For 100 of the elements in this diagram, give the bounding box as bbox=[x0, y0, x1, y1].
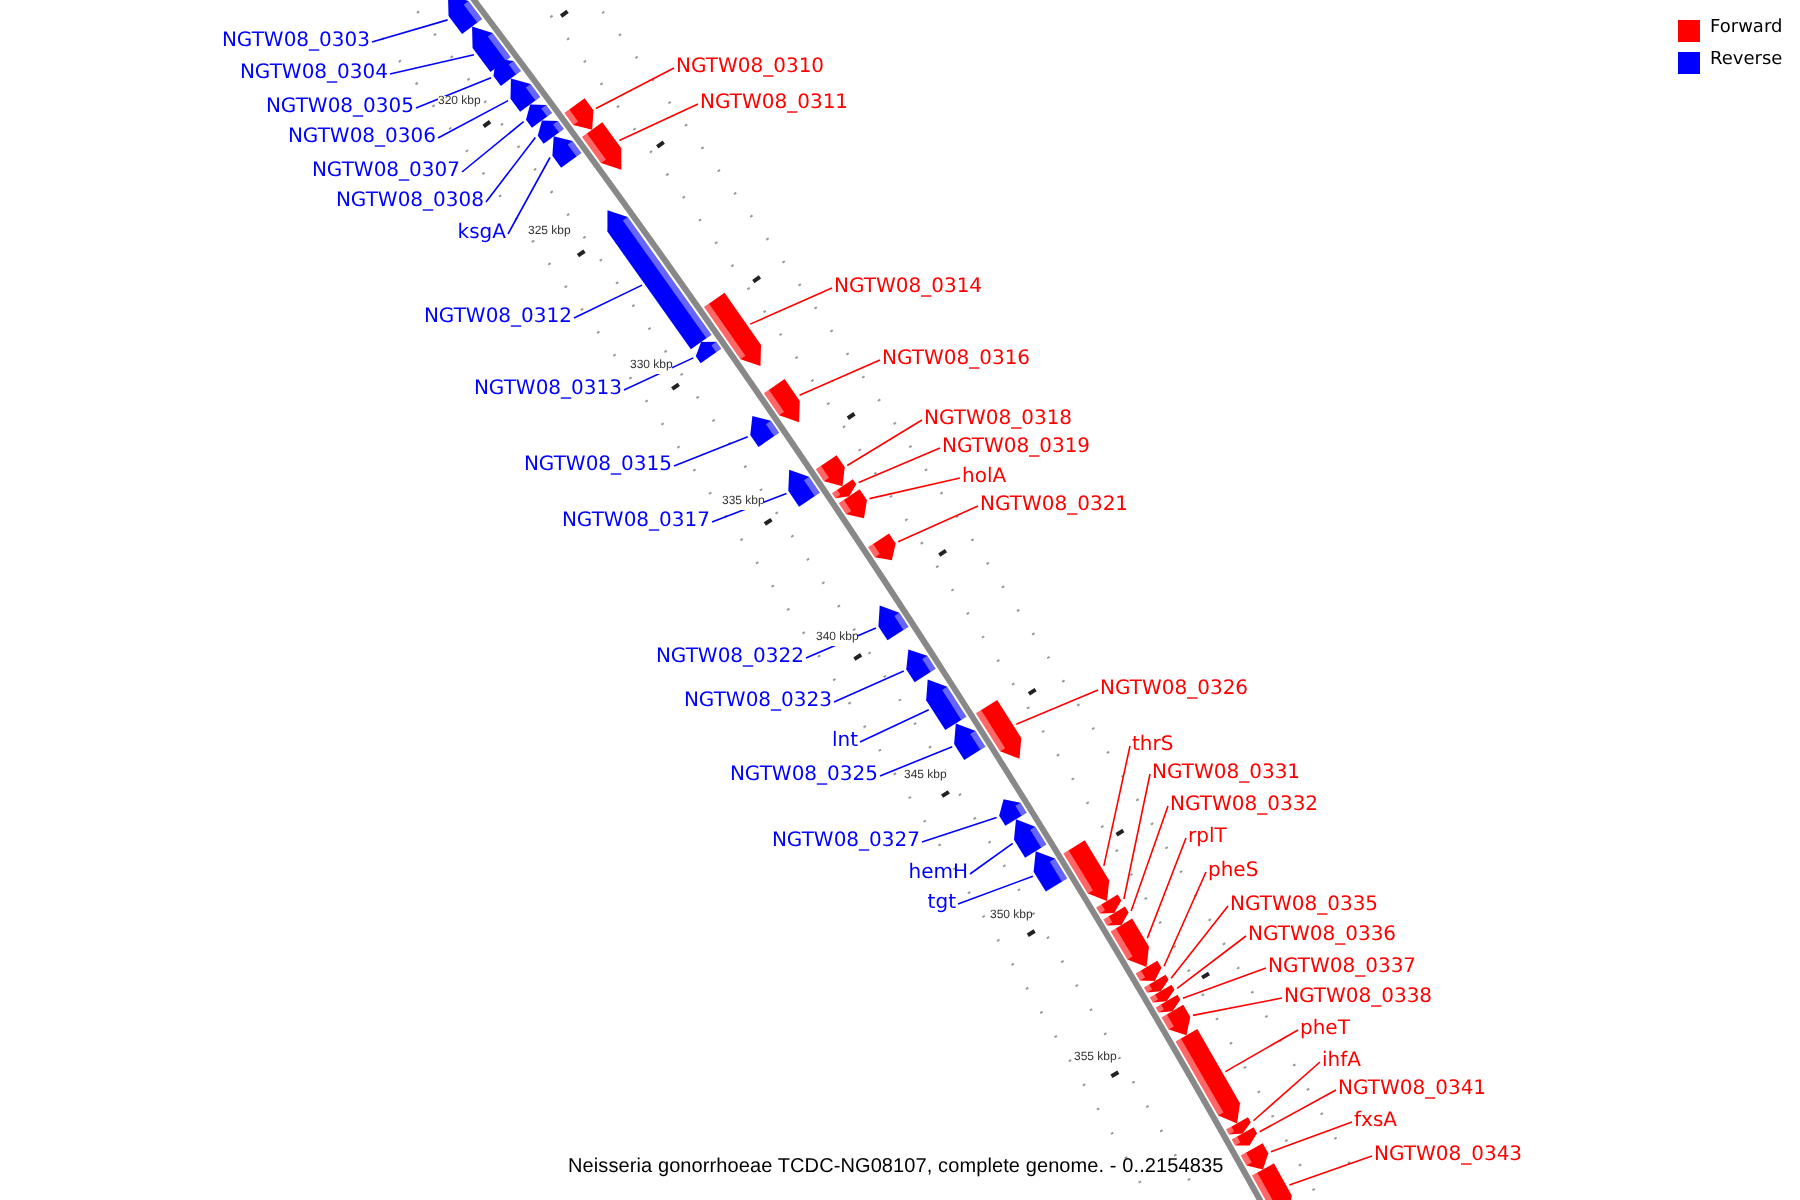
gene-label: tgt bbox=[927, 892, 956, 916]
gene-block bbox=[1240, 1143, 1269, 1170]
leader-line bbox=[957, 875, 1034, 905]
leader-line bbox=[859, 709, 930, 743]
gene-block bbox=[704, 292, 762, 367]
legend-label: Forward bbox=[1710, 18, 1783, 38]
gene-label: NGTW08_0313 bbox=[473, 378, 622, 402]
gene-label: NGTW08_0325 bbox=[729, 764, 878, 788]
gene-block bbox=[1155, 994, 1181, 1013]
gene-label: pheS bbox=[1208, 860, 1259, 884]
leader-line bbox=[673, 435, 749, 467]
leader-line bbox=[1224, 1029, 1299, 1073]
gene-block bbox=[1161, 1004, 1191, 1036]
gene-block bbox=[1014, 819, 1047, 858]
leader-line bbox=[1170, 905, 1229, 980]
gene-label: NGTW08_0341 bbox=[1338, 1078, 1487, 1102]
gene-block bbox=[1252, 1163, 1292, 1200]
leader-line bbox=[921, 816, 998, 843]
leader-line bbox=[1258, 1089, 1337, 1133]
gene-label: NGTW08_0343 bbox=[1374, 1144, 1523, 1168]
leader-line bbox=[1130, 805, 1169, 912]
leader-line bbox=[833, 670, 905, 703]
legend-label: Reverse bbox=[1710, 50, 1783, 70]
leader-line bbox=[415, 76, 492, 109]
gene-block bbox=[1175, 1028, 1240, 1124]
gene-label: NGTW08_0308 bbox=[335, 190, 484, 214]
leader-line bbox=[507, 156, 551, 235]
gene-label: NGTW08_0322 bbox=[655, 646, 804, 670]
gene-label: NGTW08_0304 bbox=[239, 62, 388, 86]
gene-label: lnt bbox=[831, 730, 858, 754]
gene-block bbox=[1144, 974, 1169, 993]
gene-label: NGTW08_0310 bbox=[676, 56, 825, 80]
gene-label: NGTW08_0307 bbox=[311, 160, 460, 184]
gene-block bbox=[838, 489, 867, 519]
gene-block bbox=[878, 605, 909, 641]
leader-line bbox=[1123, 773, 1151, 900]
leader-line bbox=[749, 287, 833, 325]
leader-line bbox=[595, 67, 675, 110]
leader-line bbox=[1288, 1155, 1373, 1186]
leader-line bbox=[371, 19, 449, 43]
leader-line bbox=[857, 447, 941, 484]
gene-block bbox=[832, 479, 857, 499]
gene-block bbox=[1226, 1117, 1251, 1135]
gene-block bbox=[1033, 851, 1068, 892]
gene-block bbox=[607, 210, 712, 350]
leader-line bbox=[1252, 1061, 1321, 1122]
gene-block bbox=[1063, 840, 1110, 901]
gene-label: ihfA bbox=[1322, 1050, 1361, 1074]
gene-label: thrS bbox=[1132, 734, 1174, 758]
gene-label: NGTW08_0303 bbox=[221, 30, 370, 54]
gene-label: NGTW08_0326 bbox=[1100, 678, 1249, 702]
leader-line bbox=[1176, 935, 1247, 990]
leader-line bbox=[573, 284, 643, 319]
gene-label: NGTW08_0318 bbox=[924, 408, 1073, 432]
leader-line bbox=[805, 627, 877, 659]
gene-block bbox=[537, 120, 564, 144]
gene-label: hemH bbox=[908, 862, 968, 886]
leader-line bbox=[485, 136, 537, 203]
gene-block bbox=[750, 415, 780, 447]
gene-label: ksgA bbox=[457, 222, 506, 246]
gene-label: NGTW08_0306 bbox=[287, 126, 436, 150]
gene-label: NGTW08_0321 bbox=[980, 494, 1129, 518]
gene-block bbox=[906, 649, 936, 683]
leader-line bbox=[1163, 871, 1207, 967]
gene-label: NGTW08_0314 bbox=[834, 276, 983, 300]
leader-line bbox=[711, 492, 788, 523]
gene-block bbox=[788, 469, 820, 507]
leader-line bbox=[1270, 1121, 1353, 1153]
gene-label: NGTW08_0305 bbox=[265, 96, 414, 120]
leader-line bbox=[437, 99, 509, 139]
gene-block bbox=[815, 455, 845, 487]
gene-block bbox=[1110, 918, 1149, 968]
gene-block bbox=[868, 533, 896, 561]
gene-block bbox=[1096, 894, 1122, 914]
leader-line bbox=[868, 477, 961, 500]
gene-label: fxsA bbox=[1354, 1110, 1397, 1134]
leader-line bbox=[1192, 997, 1283, 1017]
leader-line bbox=[846, 419, 923, 467]
gene-label: pheT bbox=[1300, 1018, 1350, 1042]
gene-label: NGTW08_0312 bbox=[423, 306, 572, 330]
gene-block bbox=[1103, 906, 1129, 926]
leader-line bbox=[461, 120, 525, 173]
gene-label: NGTW08_0315 bbox=[523, 454, 672, 478]
gene-block bbox=[510, 78, 541, 112]
gene-block bbox=[695, 341, 722, 364]
gene-label: NGTW08_0316 bbox=[882, 348, 1031, 372]
gene-label: NGTW08_0336 bbox=[1248, 924, 1397, 948]
gene-block bbox=[526, 104, 552, 128]
leader-line bbox=[623, 357, 695, 391]
leader-line bbox=[618, 103, 699, 142]
gene-label: rplT bbox=[1188, 826, 1227, 850]
leader-line bbox=[798, 359, 881, 397]
gene-block bbox=[999, 799, 1027, 826]
gene-label: NGTW08_0327 bbox=[771, 830, 920, 854]
gene-block bbox=[954, 723, 986, 760]
gene-block bbox=[1149, 984, 1175, 1003]
gene-block bbox=[564, 98, 594, 130]
gene-label: NGTW08_0335 bbox=[1230, 894, 1379, 918]
gene-label: NGTW08_0317 bbox=[561, 510, 710, 534]
gene-block bbox=[472, 26, 511, 72]
